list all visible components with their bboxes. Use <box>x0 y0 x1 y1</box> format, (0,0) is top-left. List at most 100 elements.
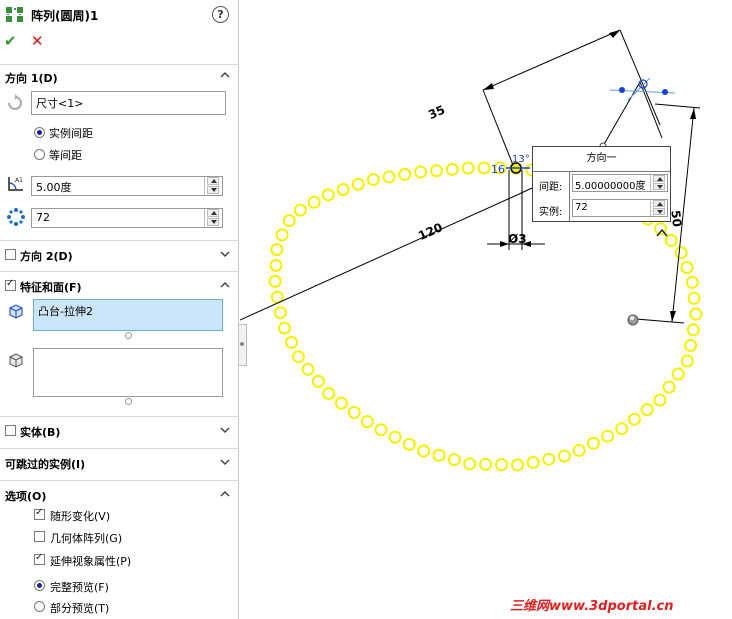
callout-spacing-field[interactable]: 5.00000000度 <box>572 174 668 192</box>
pattern-instance <box>366 173 380 186</box>
bodies-checkbox[interactable] <box>5 425 16 436</box>
options-section-header[interactable]: 选项(O) <box>0 480 239 508</box>
pattern-instance <box>627 412 641 426</box>
vary-sketch-checkbox[interactable] <box>34 507 45 520</box>
chevron-down-icon[interactable] <box>219 424 231 436</box>
callout-spacing-spinner[interactable] <box>650 175 667 191</box>
pattern-instance <box>526 455 540 469</box>
callout-spacing-value: 5.00000000度 <box>575 181 646 192</box>
vary-sketch-label: 随形变化(V) <box>50 510 111 523</box>
property-manager-panel: 阵列(圆周)1 ? ✔ ✕ 方向 1(D) 尺寸<1> 实例间距 等间距 A1 … <box>0 0 239 619</box>
angle-field[interactable]: 5.00度 <box>31 176 223 196</box>
pattern-instance <box>398 167 412 181</box>
reverse-direction-icon[interactable] <box>6 94 24 112</box>
full-preview-radio[interactable] <box>34 580 45 591</box>
dim-50-label[interactable]: 50 <box>668 210 684 228</box>
cancel-button[interactable]: ✕ <box>31 32 44 50</box>
equal-spacing-radio[interactable] <box>34 149 45 160</box>
callout-instances-field[interactable]: 72 <box>572 199 668 217</box>
pattern-instance <box>461 161 475 175</box>
dim-50-line <box>671 107 695 323</box>
watermark: 三维网www.3dportal.cn <box>510 599 674 614</box>
pattern-instance <box>285 335 298 349</box>
instance-spacing-radio[interactable] <box>34 127 45 138</box>
geometry-pattern-checkbox[interactable] <box>34 531 45 542</box>
geometry-pattern-label: 几何体阵列(G) <box>50 532 123 545</box>
pattern-instances <box>268 161 703 472</box>
features-list-item[interactable]: 凸台-拉伸2 <box>38 305 93 318</box>
pattern-instance <box>360 415 374 429</box>
bodies-title: 实体(B) <box>20 426 61 439</box>
pattern-instance <box>680 354 694 368</box>
pattern-instance <box>684 339 698 352</box>
pattern-instance <box>293 203 307 217</box>
chevron-up-icon[interactable] <box>219 279 231 291</box>
direction1-section-header[interactable]: 方向 1(D) <box>0 64 239 88</box>
instance-count-field[interactable]: 72 <box>31 208 223 228</box>
pattern-instance <box>572 443 586 457</box>
skip-instances-title: 可跳过的实例(I) <box>5 458 86 471</box>
angle-value: 5.00度 <box>36 181 72 194</box>
faces-to-pattern-icon <box>9 353 23 368</box>
graphics-area[interactable]: 120 35 50 Ø3 16 13° <box>240 0 732 619</box>
pattern-instance <box>268 274 282 288</box>
resize-handle[interactable] <box>125 398 132 405</box>
svg-text:A1: A1 <box>15 177 23 184</box>
pattern-instance <box>615 422 629 436</box>
pattern-instance <box>689 307 703 321</box>
dim-angle-label[interactable]: 13° <box>512 154 530 165</box>
faces-list[interactable] <box>33 348 223 397</box>
chevron-down-icon[interactable] <box>219 248 231 260</box>
chevron-up-icon[interactable] <box>656 228 668 237</box>
features-list[interactable]: 凸台-拉伸2 <box>33 299 223 331</box>
equal-spacing-label: 等间距 <box>49 149 82 162</box>
pattern-instance <box>270 243 284 257</box>
direction2-section-header[interactable]: 方向 2(D) <box>0 240 239 268</box>
callout-spacing-label: 间距: <box>539 182 563 193</box>
chevron-up-icon[interactable] <box>219 69 231 81</box>
bodies-section-header[interactable]: 实体(B) <box>0 416 239 444</box>
help-icon[interactable]: ? <box>212 6 229 23</box>
features-checkbox[interactable] <box>5 278 16 291</box>
partial-preview-radio[interactable] <box>34 601 45 612</box>
direction2-checkbox[interactable] <box>5 249 16 260</box>
pattern-instance <box>291 350 305 364</box>
pattern-instance <box>321 188 335 202</box>
pattern-instance <box>374 423 388 437</box>
dim-120-line <box>240 194 518 321</box>
pattern-instance <box>282 214 296 228</box>
skip-instances-section-header[interactable]: 可跳过的实例(I) <box>0 448 239 476</box>
propagate-visual-checkbox[interactable] <box>34 552 45 565</box>
chevron-down-icon[interactable] <box>219 456 231 468</box>
pattern-axis-field[interactable]: 尺寸<1> <box>31 91 226 115</box>
count-spinner[interactable] <box>204 209 221 227</box>
pattern-instance <box>542 452 556 466</box>
dim-16-label[interactable]: 16 <box>491 163 505 176</box>
pattern-instance <box>278 321 291 335</box>
angle-spinner[interactable] <box>204 177 221 195</box>
pattern-instance <box>417 444 431 458</box>
dim-120-label[interactable]: 120 <box>416 220 445 243</box>
ok-button[interactable]: ✔ <box>4 32 17 50</box>
callout-instances-spinner[interactable] <box>650 200 667 216</box>
direction1-title: 方向 1(D) <box>5 72 58 85</box>
pattern-instance <box>671 367 685 381</box>
resize-handle[interactable] <box>125 332 132 339</box>
pattern-instance <box>685 275 699 289</box>
pattern-instance <box>347 405 361 419</box>
dim-35-label[interactable]: 35 <box>426 103 447 123</box>
chevron-up-icon[interactable] <box>219 488 231 500</box>
pattern-callout: 方向一 间距: 5.00000000度 实例: 72 <box>532 146 671 222</box>
features-section-header[interactable]: 特征和面(F) <box>0 271 239 299</box>
panel-collapse-handle[interactable] <box>239 324 247 366</box>
features-title: 特征和面(F) <box>20 281 82 294</box>
pattern-instance <box>430 164 443 178</box>
pattern-instance <box>640 403 654 417</box>
pattern-instance <box>402 437 416 451</box>
circular-pattern-icon <box>6 7 23 22</box>
dim-diameter-label[interactable]: Ø3 <box>508 232 527 246</box>
pattern-instance <box>586 436 600 450</box>
pattern-instance <box>269 259 283 272</box>
pattern-instance <box>388 430 402 444</box>
angle-icon: A1 <box>8 177 23 191</box>
